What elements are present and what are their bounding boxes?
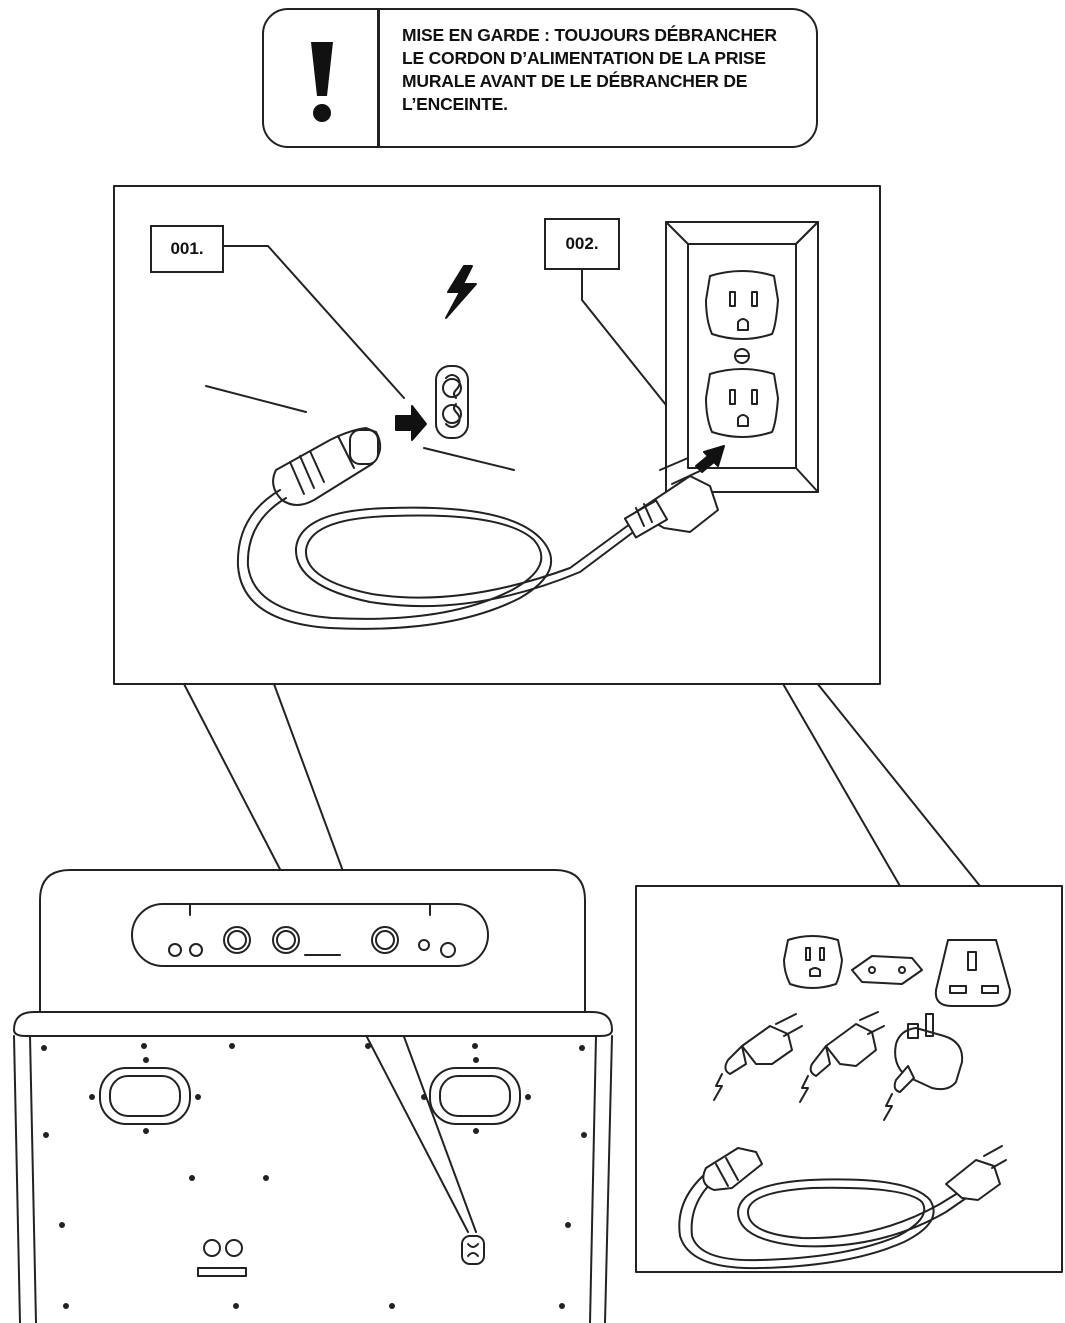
push-arrow-icon	[395, 405, 427, 441]
step-tag-002: 002.	[544, 218, 620, 270]
push-arrow-icon	[695, 445, 725, 473]
tag-leaders	[223, 245, 667, 406]
step-label: 001.	[170, 239, 204, 258]
plug-types-illustration	[678, 935, 1011, 1270]
step-tag-001: 001.	[150, 225, 224, 273]
step-label: 002.	[565, 234, 599, 253]
lightning-bolt-icon	[445, 265, 477, 319]
warning-box: MISE EN GARDE : TOUJOURS DÉBRANCHER LE C…	[262, 8, 818, 148]
us-plug	[623, 457, 719, 539]
warning-line: MURALE AVANT DE LE DÉBRANCHER DE	[402, 71, 748, 91]
warning-line: MISE EN GARDE : TOUJOURS DÉBRANCHER	[402, 25, 777, 45]
figure8-plug	[272, 427, 382, 506]
warning-line: LE CORDON D’ALIMENTATION DE LA PRISE	[402, 48, 766, 68]
power-cable	[236, 489, 637, 630]
warning-text: MISE EN GARDE : TOUJOURS DÉBRANCHER LE C…	[402, 24, 822, 116]
figure8-socket-icon	[435, 365, 469, 439]
speaker-illustration	[13, 869, 613, 1323]
exclamation-icon	[311, 42, 333, 122]
warning-line: L’ENCEINTE.	[402, 94, 508, 114]
warning-divider	[377, 10, 380, 146]
us-wall-outlet-icon	[665, 221, 819, 493]
